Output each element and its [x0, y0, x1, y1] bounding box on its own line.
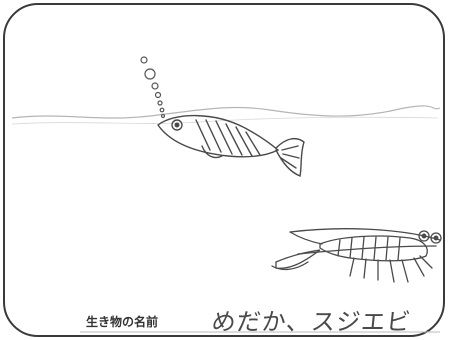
water-surface-line [11, 105, 441, 119]
frame-border [3, 3, 445, 337]
bubbles [140, 56, 166, 119]
creature-name-answer: めだか、スジエビ [210, 308, 413, 336]
name-field-label: 生き物の名前 [86, 315, 159, 329]
fish-drawing [157, 114, 305, 177]
water-surface-shading [11, 116, 439, 125]
shrimp-drawing [271, 228, 442, 283]
